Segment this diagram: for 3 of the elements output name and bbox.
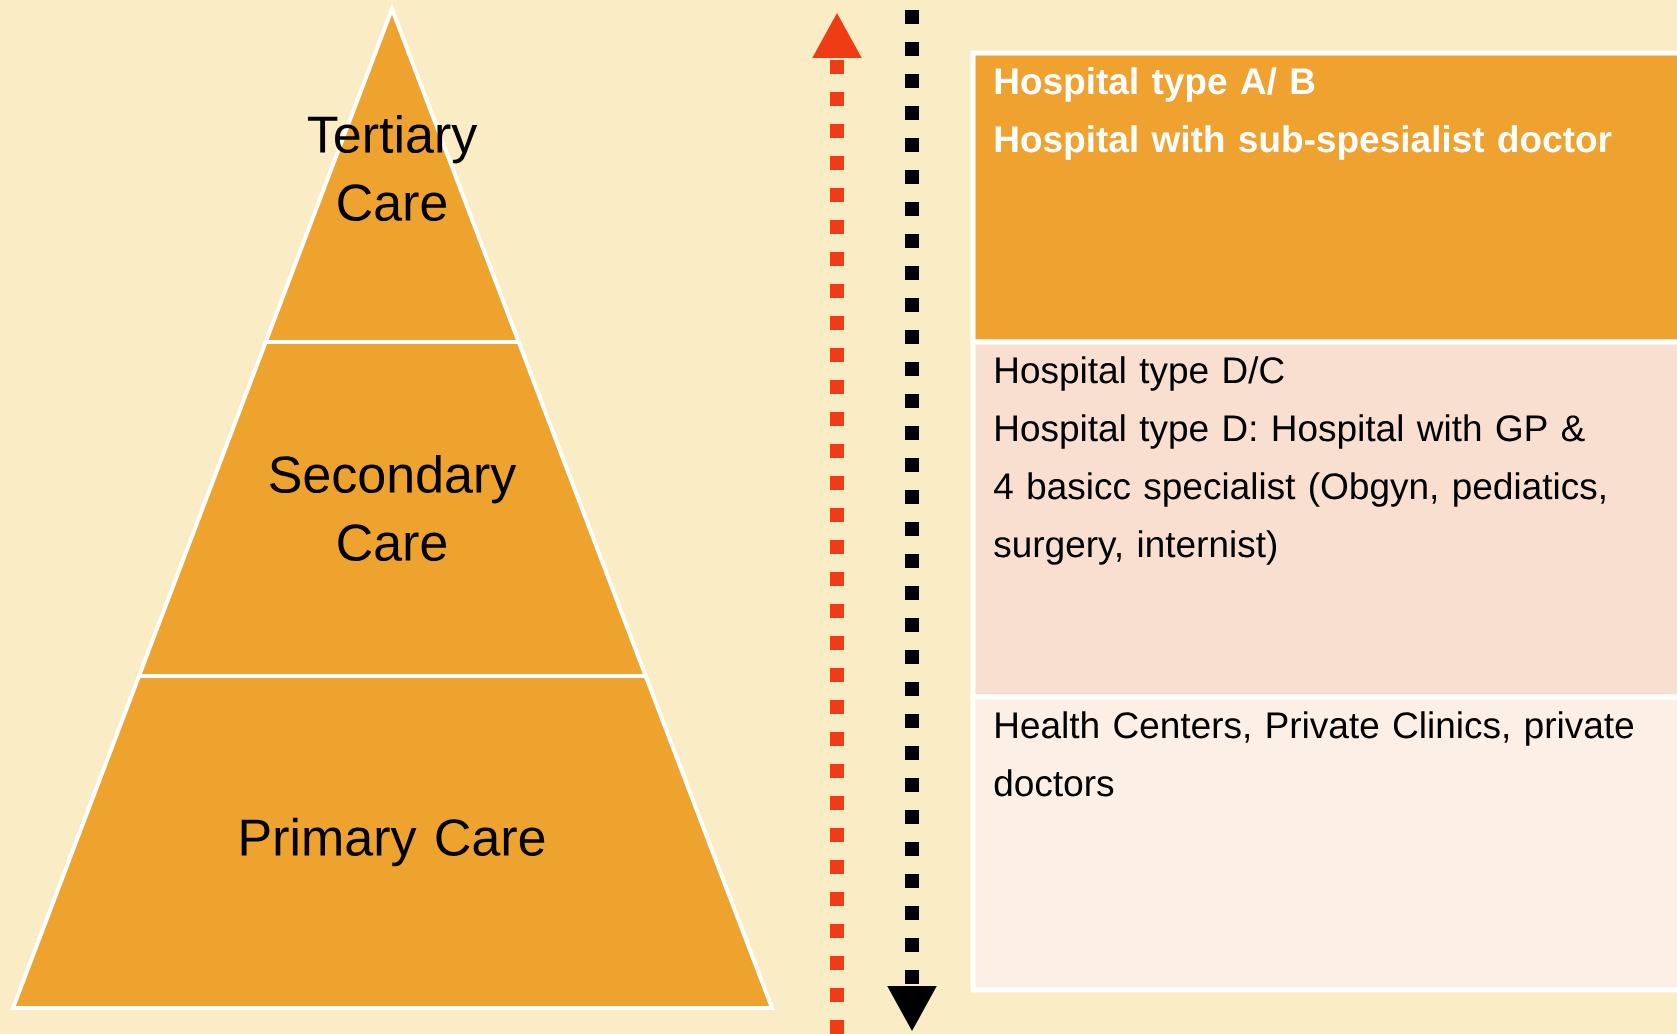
table-cell: Health Centers, Private Clinics, private doctors <box>970 694 1677 993</box>
table-cell: Hospital type D/C Hospital type D: Hospital with GP & 4 basicc specialist (Obgyn, pediatics, surgery, internist) <box>970 339 1677 700</box>
table-cell: Hospital type A/ B Hospital with sub-spesialist doctor <box>970 50 1677 345</box>
